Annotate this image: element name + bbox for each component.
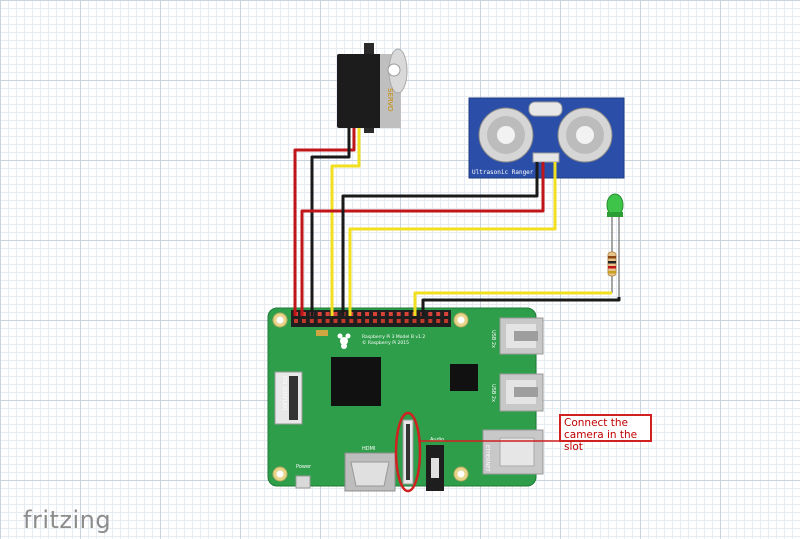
fritzing-watermark: fritzing (23, 506, 112, 534)
gpio-pin (341, 319, 346, 323)
gpio-pin (357, 319, 362, 323)
ranger-label: Ultrasonic Ranger (472, 169, 534, 176)
gpio-pin (333, 319, 338, 323)
hdmi-label: HDMI (362, 446, 375, 452)
green-led[interactable] (606, 193, 624, 297)
gpio-pin (404, 319, 409, 323)
gpio-pin (333, 312, 338, 316)
gpio-pin (428, 312, 433, 316)
wire-servo-signal (330, 143, 361, 316)
gpio-pin (420, 319, 425, 323)
wire-ranger-vcc (300, 162, 545, 316)
gpio-pin (388, 312, 393, 316)
resistor[interactable] (607, 245, 617, 293)
gpio-pin (365, 319, 370, 323)
raspberry-pi-logo (337, 333, 351, 349)
gpio-pin (396, 319, 401, 323)
gpio-pin (301, 319, 306, 323)
audio-label: Audio (430, 437, 444, 443)
gpio-pin (436, 312, 441, 316)
gpio-pin (380, 319, 385, 323)
gpio-pin (388, 319, 393, 323)
gpio-pin (317, 319, 322, 323)
ultrasonic-ranger[interactable]: Ultrasonic Ranger (468, 97, 625, 179)
hdmi-port (344, 452, 396, 492)
wire-ranger-gnd (341, 162, 539, 316)
gpio-pin (294, 319, 298, 323)
power-label: Power (296, 464, 312, 470)
gpio-pin (373, 312, 377, 316)
lan-chip (450, 364, 478, 391)
wire-ranger-signal (348, 162, 557, 316)
gpio-pin (436, 319, 441, 323)
gpio-pin (373, 319, 377, 323)
dsi-label: DSI (DISPLAY) (281, 376, 287, 411)
gpio-pin (444, 319, 449, 323)
servo-label: SERVO (386, 88, 394, 112)
audio-jack (426, 445, 444, 491)
gpio-pin (317, 312, 322, 316)
wire-led-ground (421, 297, 621, 316)
gpio-pin (412, 319, 417, 323)
usb-label-top: USB 2x (490, 330, 496, 348)
gpio-pin (325, 312, 330, 316)
usb-port-top (499, 317, 544, 355)
gpio-pin (380, 312, 385, 316)
wires (293, 143, 621, 316)
pi-model-text: Raspberry Pi 3 Model B v1.2 (362, 334, 425, 340)
gpio-pin (404, 312, 409, 316)
gpio-pin (444, 312, 449, 316)
camera-slot-highlight (394, 411, 422, 493)
ethernet-label: ETHERNET (484, 445, 490, 473)
gpio-pin (309, 319, 314, 323)
wire-servo-ground (310, 143, 351, 316)
gpio-pin (428, 319, 433, 323)
wire-servo-power (293, 143, 356, 316)
camera-callout-text: Connect the camera in the slot (564, 417, 638, 453)
gpio-header (291, 310, 451, 327)
gpio-pin (396, 312, 401, 316)
gpio-pin (349, 319, 354, 323)
raspberry-pi-board[interactable]: Raspberry Pi 3 Model B v1.2 © Raspberry … (267, 307, 544, 492)
usb-label-bottom: USB 2x (490, 384, 496, 402)
gpio-pin (365, 312, 370, 316)
pi-copyright-text: © Raspberry Pi 2015 (362, 339, 409, 346)
camera-callout-box: Connect the camera in the slot (559, 414, 652, 453)
wire-led-signal (413, 291, 612, 316)
gpio-pin (301, 312, 306, 316)
servo-motor[interactable]: SERVO (337, 43, 408, 143)
gpio-pin (357, 312, 362, 316)
ethernet-port (482, 429, 544, 475)
usb-port-bottom (499, 373, 544, 412)
soc-chip (331, 357, 381, 406)
gpio-pin (325, 319, 330, 323)
power-port (295, 475, 311, 489)
